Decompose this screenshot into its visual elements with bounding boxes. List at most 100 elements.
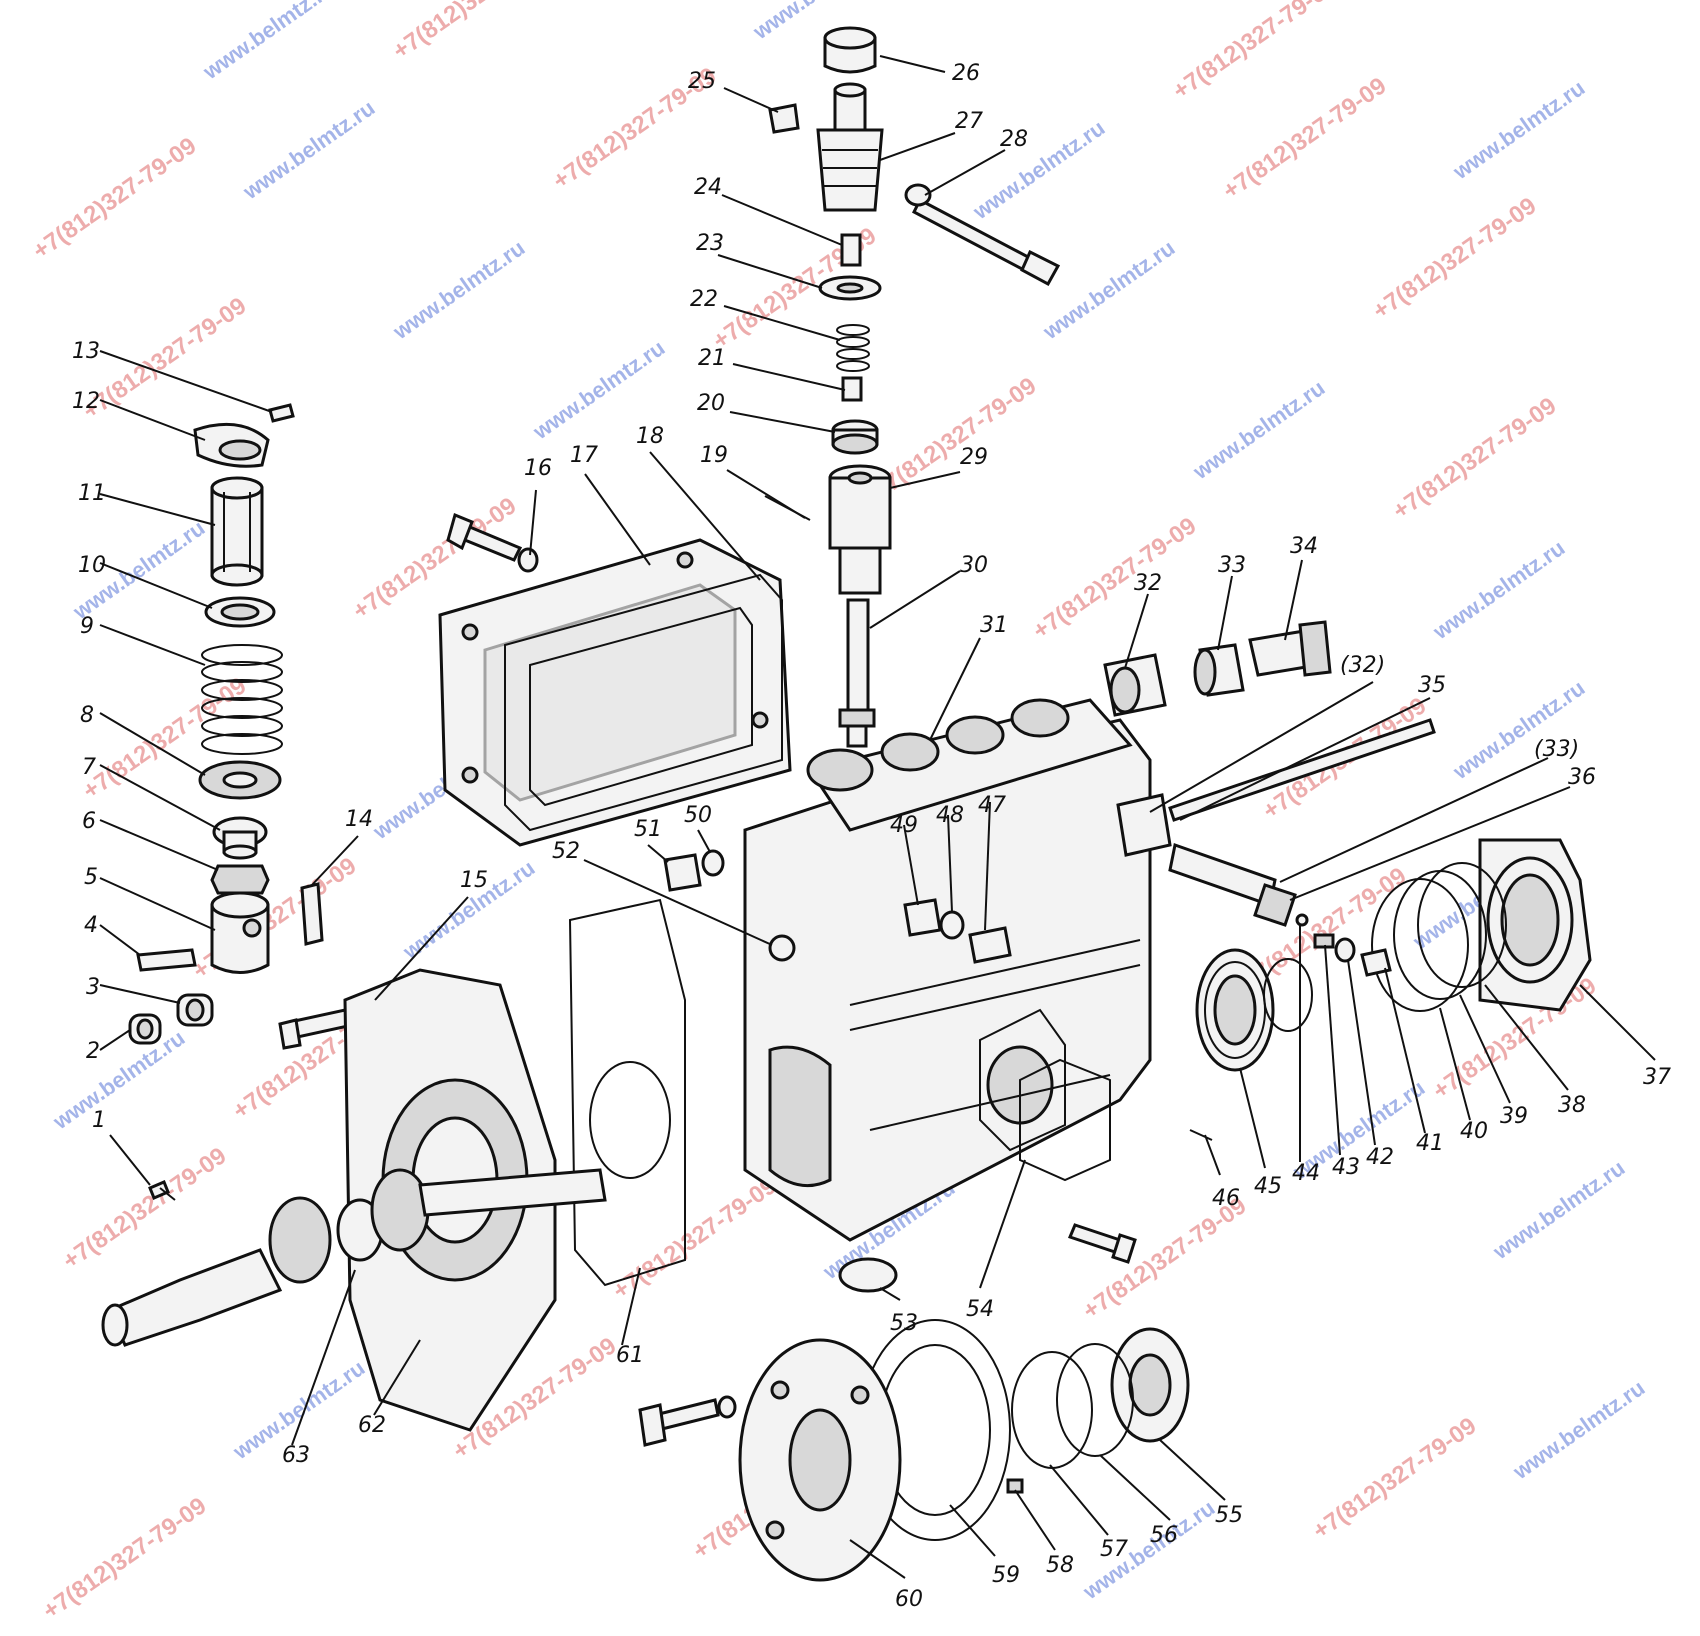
- callout-1: 1: [92, 1108, 106, 1133]
- callout-49: 49: [890, 813, 918, 838]
- part-8-spring-washer: [198, 760, 282, 800]
- part-5-roller-pusher-body: [210, 891, 270, 974]
- callout-37: 37: [1643, 1065, 1671, 1090]
- callout-51: 51: [634, 817, 662, 842]
- part-58-spring: [1006, 1478, 1024, 1494]
- callout-42: 42: [1366, 1145, 1394, 1170]
- callout-8: 8: [80, 703, 94, 728]
- watermark-phone: +7(812)327-79-09: [608, 1172, 781, 1305]
- part-50-washer: [701, 849, 725, 877]
- callout-25: 25: [688, 69, 716, 94]
- callout-30: 30: [960, 553, 988, 578]
- part-52-plug: [768, 934, 796, 962]
- part-14-key: [300, 882, 324, 946]
- callout-5: 5: [84, 865, 98, 890]
- callout-62: 62: [358, 1413, 386, 1438]
- watermark-site: www.belmtz.ru: [198, 0, 340, 85]
- callout-35: 35: [1418, 673, 1446, 698]
- callout-61: 61: [616, 1343, 644, 1368]
- callout-41: 41: [1416, 1131, 1444, 1156]
- part-47-bolt: [968, 926, 1012, 964]
- part-40-ring: [1371, 878, 1469, 1012]
- part-43-spring: [1313, 933, 1335, 949]
- part-13-screw: [268, 403, 295, 423]
- part-32b-fitting: [1116, 793, 1172, 857]
- callout-52: 52: [552, 839, 580, 864]
- callout-26: 26: [952, 61, 980, 86]
- callout-45: 45: [1254, 1174, 1282, 1199]
- watermark-site: www.belmtz.ru: [1078, 1495, 1220, 1605]
- watermark-site: www.belmtz.ru: [1038, 235, 1180, 345]
- callout-54: 54: [966, 1297, 994, 1322]
- callout-23: 23: [696, 231, 724, 256]
- part-48-washer: [939, 910, 965, 940]
- watermark-site: www.belmtz.ru: [238, 95, 380, 205]
- part-53-disc: [838, 1257, 898, 1293]
- watermark-phone: +7(812)327-79-09: [1028, 512, 1201, 645]
- part-2-bushing: [128, 1013, 162, 1045]
- bolt-bottom-right: [1067, 1223, 1137, 1264]
- part-55-bearing: [1110, 1327, 1190, 1443]
- part-35-rod: [1168, 718, 1436, 822]
- watermark-phone: +7(812)327-79-09: [1388, 392, 1561, 525]
- part-17-cover: [438, 538, 792, 847]
- watermark-phone: +7(812)327-79-09: [78, 292, 251, 425]
- callout-29: 29: [960, 445, 988, 470]
- part-39-ring: [1393, 870, 1487, 1000]
- part-28-bolt: [904, 183, 1061, 287]
- part-54-gasket: [1019, 1058, 1111, 1182]
- callout-21: 21: [698, 346, 726, 371]
- part-36-fitting: [1168, 843, 1297, 927]
- part-49-fitting: [903, 898, 942, 937]
- part-30-plunger: [838, 598, 876, 748]
- watermark-site: www.belmtz.ru: [1508, 1375, 1650, 1485]
- part-33-sleeve: [1193, 643, 1245, 697]
- callout-11: 11: [78, 481, 106, 506]
- part-22-spring: [836, 324, 870, 372]
- part-27-fitting: [816, 82, 884, 212]
- part-57-ring: [1011, 1351, 1093, 1469]
- watermark-phone: +7(812)327-79-09: [1168, 0, 1341, 105]
- part-1-screw: [148, 1180, 176, 1201]
- watermark-site: www.belmtz.ru: [388, 235, 530, 345]
- part-34-fitting: [1248, 620, 1332, 677]
- callout-labels: 1 2 3 4 5 6 7 8 9 10 11 12 13 14 15 16 1…: [72, 61, 1671, 1612]
- callout-38: 38: [1558, 1093, 1586, 1118]
- watermark-site: www.belmtz.ru: [1488, 1155, 1630, 1265]
- part-41-plug: [1360, 948, 1392, 977]
- callout-28: 28: [1000, 127, 1028, 152]
- callout-50: 50: [684, 803, 712, 828]
- part-38-ring: [1417, 862, 1507, 988]
- part-24-valve: [840, 233, 862, 267]
- callout-47: 47: [978, 793, 1006, 818]
- callout-44: 44: [1292, 1161, 1320, 1186]
- watermark-site: www.belmtz.ru: [968, 115, 1110, 225]
- callout-18: 18: [636, 424, 664, 449]
- part-7-plate: [212, 816, 268, 860]
- callout-34: 34: [1290, 534, 1318, 559]
- callout-24: 24: [694, 175, 722, 200]
- part-3-bushing: [176, 993, 214, 1027]
- part-12-clamp: [193, 422, 270, 468]
- callout-60: 60: [895, 1587, 923, 1612]
- callout-32: 32: [1134, 571, 1162, 596]
- part-6-nut: [210, 864, 270, 895]
- watermark-site: www.belmtz.ru: [1428, 535, 1570, 645]
- callout-46: 46: [1212, 1186, 1240, 1211]
- part-18-gasket: [504, 573, 783, 832]
- callout-2: 2: [86, 1039, 100, 1064]
- callout-3: 3: [86, 975, 100, 1000]
- part-26-cap: [823, 26, 877, 74]
- callout-10: 10: [78, 553, 106, 578]
- callout-32b: (32): [1340, 653, 1385, 678]
- callout-63: 63: [282, 1443, 310, 1468]
- callout-56: 56: [1150, 1523, 1178, 1548]
- callout-59: 59: [992, 1563, 1020, 1588]
- callout-40: 40: [1460, 1119, 1488, 1144]
- watermark-phone: +7(812)327-79-09: [1368, 192, 1541, 325]
- watermark-phone: +7(812)327-79-09: [868, 372, 1041, 505]
- parts-layer: [101, 26, 1592, 1582]
- callout-6: 6: [82, 809, 96, 834]
